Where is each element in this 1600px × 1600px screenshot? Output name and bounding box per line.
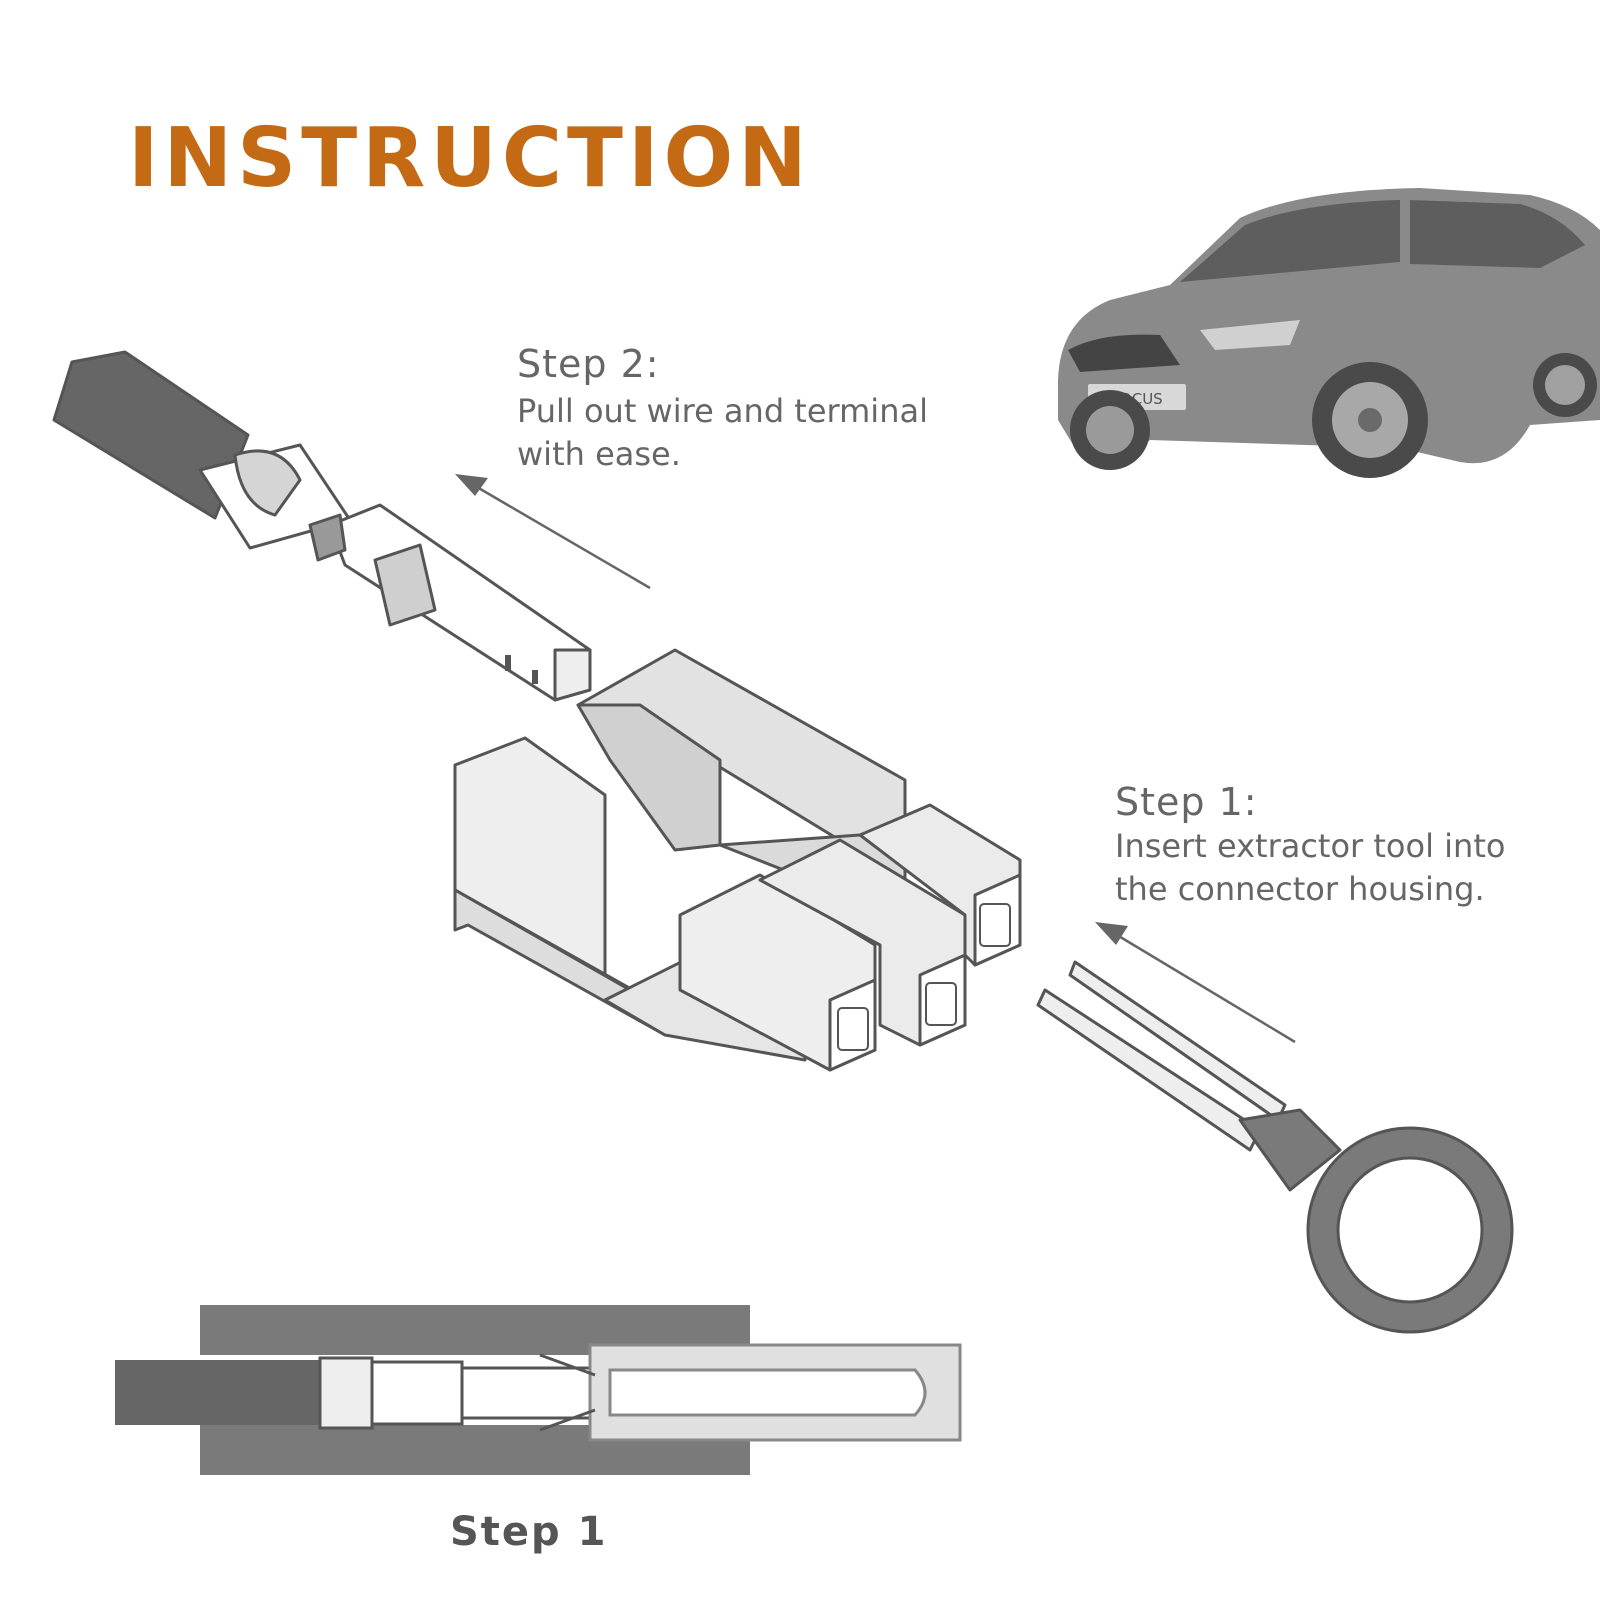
arrow-step2 — [455, 474, 650, 588]
step1-text: Insert extractor tool into the connector… — [1115, 825, 1505, 911]
extractor-tool — [1038, 962, 1512, 1332]
car-image: FOCUS — [1058, 188, 1600, 478]
bottom-step-label: Step 1 — [450, 1512, 607, 1552]
connector-housing — [455, 650, 1020, 1070]
arrow-step1 — [1095, 922, 1295, 1042]
page-title: INSTRUCTION — [128, 118, 812, 200]
wire-terminal — [54, 352, 590, 700]
step1-heading: Step 1: — [1115, 783, 1258, 821]
step2-heading: Step 2: — [517, 345, 660, 383]
step2-text: Pull out wire and terminal with ease. — [517, 390, 928, 476]
cross-section — [115, 1305, 960, 1475]
